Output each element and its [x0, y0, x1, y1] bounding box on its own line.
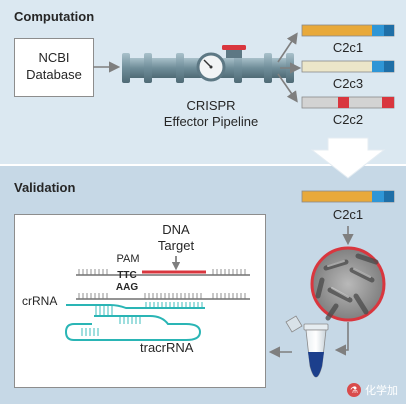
database-label: Database — [26, 67, 82, 82]
tracrrna-label: tracrRNA — [140, 340, 194, 355]
arrow-cells-to-tube — [334, 322, 349, 356]
crrna-label: crRNA — [22, 294, 57, 308]
pipeline-icon — [122, 45, 294, 83]
pipeline-label-line2: Effector Pipeline — [163, 114, 259, 129]
tracrrna-strand — [64, 312, 202, 341]
effector-bar-c2c2 — [301, 96, 395, 109]
validation-effector-bar — [301, 190, 395, 203]
section-divider — [0, 164, 406, 166]
pam-label: PAM — [116, 253, 139, 265]
effector-label-c2c3: C2c3 — [332, 76, 364, 91]
crrna-strand — [66, 302, 205, 312]
ncbi-label: NCBI — [38, 50, 70, 65]
validation-effector-label: C2c1 — [332, 207, 364, 222]
bacteria-micrograph-icon — [310, 246, 386, 322]
watermark: ⚗ 化学加 — [347, 382, 398, 398]
dna-bottom-strand — [76, 293, 250, 300]
effector-bar-c2c3 — [301, 60, 395, 73]
microcentrifuge-tube-icon — [285, 315, 329, 378]
pipeline-label-line1: CRISPR — [186, 98, 236, 113]
dna-top-strand — [76, 269, 250, 276]
validation-title: Validation — [14, 180, 76, 195]
chemistry-logo-icon: ⚗ — [347, 383, 361, 397]
effector-label-c2c2: C2c2 — [332, 112, 364, 127]
effector-label-c2c1: C2c1 — [332, 40, 364, 55]
dna-target-label-line2: Target — [158, 238, 195, 253]
pam-bottom-sequence: AAG — [116, 282, 138, 293]
computation-title: Computation — [14, 9, 95, 24]
ncbi-database-box: NCBI Database — [14, 38, 94, 97]
pam-top-sequence: TTC — [117, 270, 136, 281]
arrows-pipeline-to-effectors — [277, 32, 302, 103]
section-transition-arrow — [310, 137, 386, 179]
dna-target-label-line1: DNA — [162, 222, 190, 237]
pipeline-label: CRISPR Effector Pipeline — [146, 98, 276, 130]
dna-targeting-panel — [14, 214, 266, 388]
watermark-text: 化学加 — [365, 385, 398, 397]
effector-bar-c2c1 — [301, 24, 395, 37]
